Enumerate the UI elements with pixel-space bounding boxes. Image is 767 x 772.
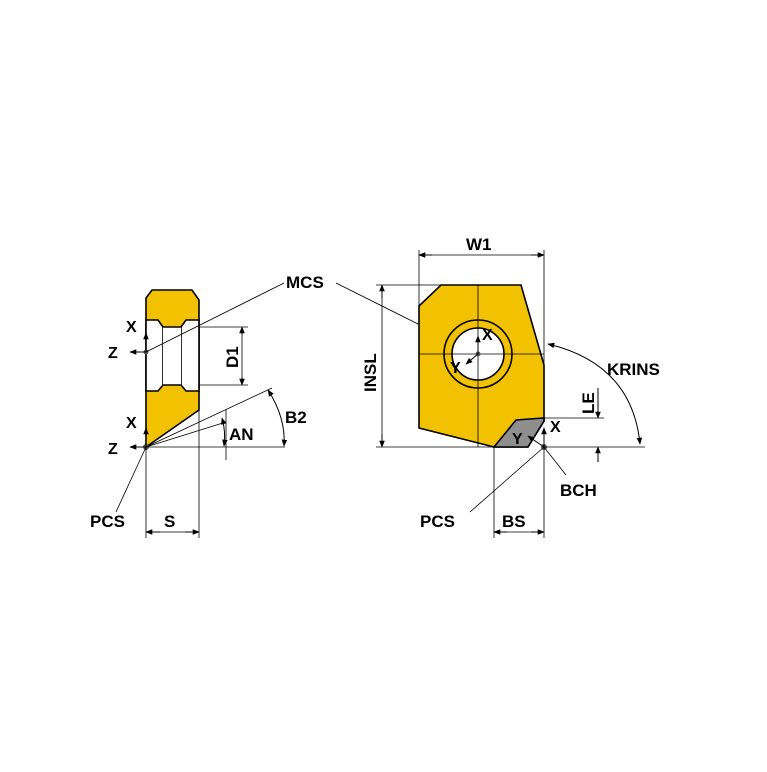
- pcs-left-label: PCS: [90, 512, 125, 531]
- an-label: AN: [229, 425, 254, 444]
- top-pcs-x-axis: X: [550, 419, 561, 436]
- s-label: S: [164, 512, 175, 531]
- side-mcs-x-axis: X: [126, 319, 137, 336]
- pcs-right-label: PCS: [420, 512, 455, 531]
- bs-label: BS: [502, 512, 526, 531]
- side-mcs-z-axis: Z: [108, 345, 118, 362]
- side-view: X Z X Z D1 AN B2 S PCS: [90, 289, 307, 538]
- top-pcs-y-axis: Y: [512, 431, 523, 448]
- top-view: X Y X Y W1 INSL KRINS LE: [361, 235, 660, 538]
- mcs-label: MCS: [286, 273, 324, 292]
- top-mcs-x-axis: X: [482, 327, 493, 344]
- w1-label: W1: [466, 235, 492, 254]
- side-bore-right: [180, 319, 200, 392]
- insl-label: INSL: [361, 353, 380, 392]
- top-mcs-y-axis: Y: [450, 360, 461, 377]
- d1-label: D1: [223, 346, 242, 368]
- side-bore: [145, 319, 164, 392]
- side-pcs-x-axis: X: [126, 415, 137, 432]
- bch-label: BCH: [560, 481, 597, 500]
- side-pcs-z-axis: Z: [108, 441, 118, 458]
- krins-label: KRINS: [607, 360, 660, 379]
- b2-label: B2: [285, 408, 307, 427]
- le-label: LE: [579, 392, 598, 414]
